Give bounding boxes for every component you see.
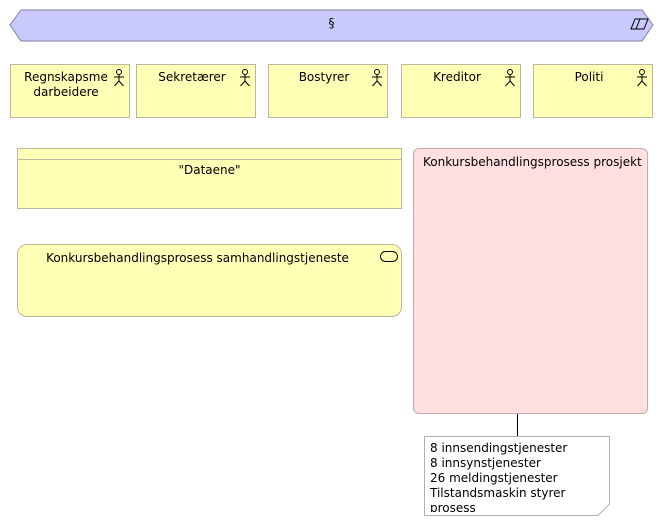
note-line: 8 innsynstjenester	[430, 456, 541, 470]
service-samhandlingstjeneste[interactable]: Konkursbehandlingsprosess samhandlingstj…	[17, 244, 402, 317]
work-package-prosjekt[interactable]: Konkursbehandlingsprosess prosjekt	[413, 148, 648, 414]
actor-label: Politi	[574, 70, 604, 84]
note-line: Tilstandsmaskin styrer	[430, 486, 566, 500]
note[interactable]: 8 innsendingstjenester 8 innsynstjeneste…	[424, 436, 610, 516]
actor-label: Bostyrer	[298, 70, 350, 84]
note-line: 8 innsendingstjenester	[430, 441, 568, 455]
actor-label: Kreditor	[433, 70, 481, 84]
note-line: 26 meldingstjenester	[430, 471, 558, 485]
actor-kreditor[interactable]: Kreditor	[401, 64, 521, 118]
actor-politi[interactable]: Politi	[533, 64, 653, 118]
project-label: Konkursbehandlingsprosess prosjekt	[423, 155, 642, 169]
actor-bostyrer[interactable]: Bostyrer	[268, 64, 388, 118]
actor-label: Sekretærer	[158, 70, 226, 84]
actor-sekretaerer[interactable]: Sekretærer	[136, 64, 256, 118]
data-object-header-line	[18, 159, 401, 160]
note-text: 8 innsendingstjenester 8 innsynstjeneste…	[430, 441, 604, 512]
connector-line	[517, 414, 518, 436]
actor-icon	[372, 69, 382, 87]
service-icon	[380, 251, 398, 262]
note-line: prosess	[430, 501, 476, 512]
actor-label-line1: Regnskapsme	[24, 70, 108, 84]
data-object-dataene[interactable]: "Dataene"	[17, 148, 402, 209]
actor-icon	[505, 69, 515, 87]
service-label: Konkursbehandlingsprosess samhandlingstj…	[46, 251, 349, 265]
note-shape	[424, 436, 610, 516]
actor-label-line2: darbeidere	[33, 85, 99, 99]
banner-shape	[9, 9, 654, 42]
actor-icon	[114, 69, 124, 87]
actor-icon	[637, 69, 647, 87]
actor-icon	[240, 69, 250, 87]
section-banner[interactable]: §	[9, 9, 654, 42]
data-object-label: "Dataene"	[178, 163, 241, 177]
parallelogram-icon	[630, 18, 649, 30]
section-banner-label: §	[328, 16, 335, 30]
